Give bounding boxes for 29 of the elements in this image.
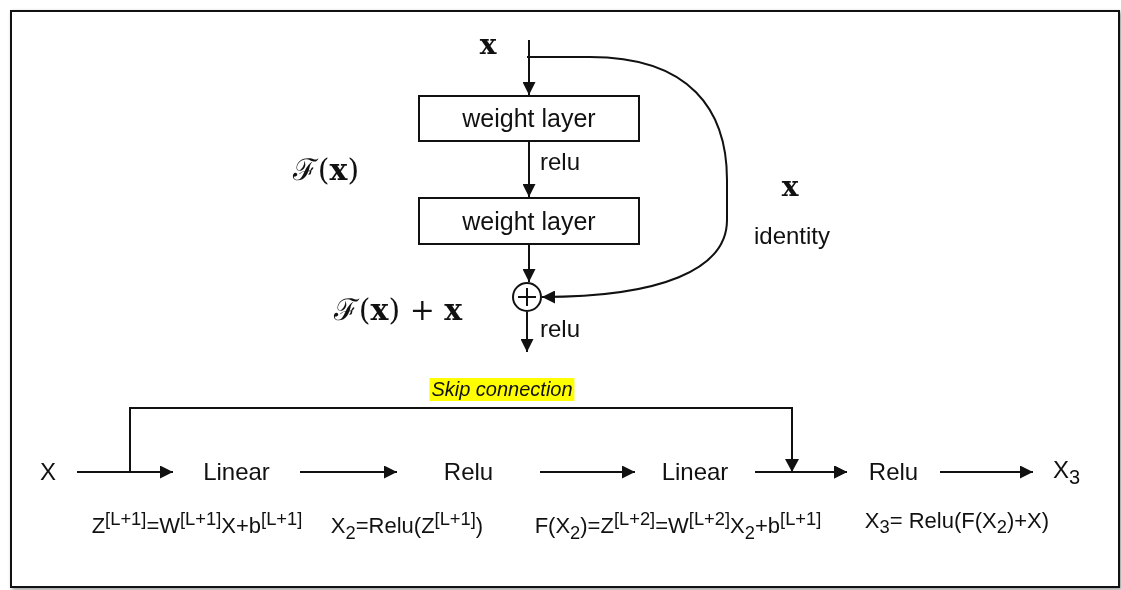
text-label: identity [754, 222, 830, 250]
step-label: Relu [397, 454, 540, 490]
arrow [522, 39, 536, 96]
arrow [520, 311, 534, 353]
process-box: weight layer [418, 197, 640, 245]
formula-label: X$_{2}$=Relu(Z$^{[L+1]}$) [330, 508, 484, 544]
math-label: x [479, 28, 497, 61]
arrow [522, 141, 536, 198]
edge-label: Skip connection [429, 378, 575, 401]
edge-label: relu [539, 315, 581, 343]
formula-label: Z$^{[L+1]}$=W$^{[L+1]}$X+b$^{[L+1]}$ [91, 508, 303, 540]
formula-label: X$_{3}$= Relu(F(X$_{2}$)+X) [864, 508, 1050, 539]
arrow [539, 465, 636, 479]
sum-circle [512, 282, 542, 312]
math-label: x [781, 170, 799, 203]
step-label: X$_{3}$ [1033, 454, 1100, 490]
arrow [526, 56, 728, 304]
math-label: ℱ(x) [292, 151, 360, 189]
formula-label: F(X$_{2}$)=Z$^{[L+2]}$=W$^{[L+2]}$X$_{2}$+b$^{[L+1]}$ [534, 508, 822, 544]
arrow [522, 244, 536, 283]
step-label: Relu [847, 454, 940, 490]
step-label: Linear [635, 454, 755, 490]
step-label: X [19, 454, 77, 490]
math-label: ℱ(x) + x [333, 291, 463, 329]
arrow [939, 465, 1034, 479]
process-box: weight layer [418, 95, 640, 142]
edge-label: relu [539, 148, 581, 176]
step-label: Linear [173, 454, 300, 490]
arrow [299, 465, 398, 479]
